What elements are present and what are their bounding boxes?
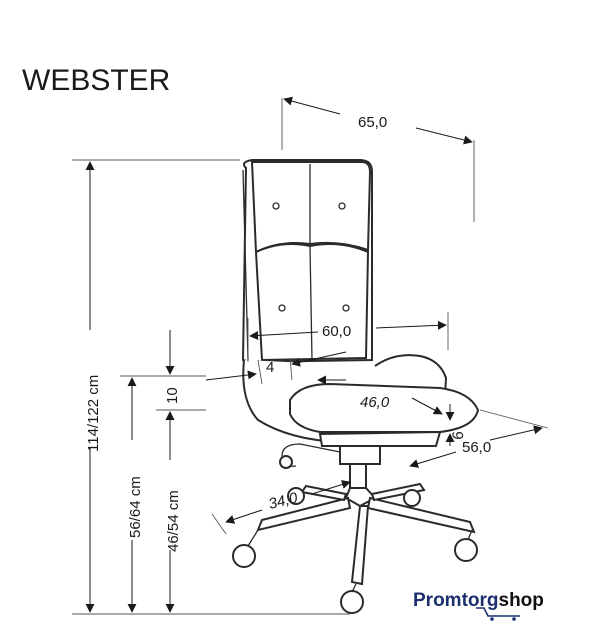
seat-plate: [318, 430, 442, 447]
office-chair-illustration: [232, 159, 480, 614]
base-leg: [366, 496, 476, 534]
brand-logo: Promtorgshop: [413, 590, 544, 621]
dim-armrest-offset: 10: [164, 387, 181, 404]
dim-armrest-height: 56/64 cm: [127, 476, 144, 538]
brand-wordmark: Promtorgshop: [413, 590, 544, 611]
lever-knob: [279, 455, 293, 469]
tuft-button: [342, 304, 350, 312]
dim-total-height: 114/122 cm: [85, 375, 102, 452]
dim-seat-height: 46/54 cm: [165, 490, 182, 552]
product-title: WEBSTER: [22, 64, 170, 97]
dim-arm-thickness: 4: [266, 359, 274, 376]
caster-wheel: [232, 544, 256, 568]
brand-part1: Promtorg: [413, 590, 499, 611]
base-leg: [370, 482, 426, 502]
base-hub: [344, 487, 377, 508]
dim-width: 65,0: [358, 114, 387, 131]
brand-part2: shop: [499, 590, 544, 611]
seat-cushion: [289, 382, 480, 433]
tilt-mechanism: [339, 445, 381, 465]
backrest-top-cushion: [250, 161, 372, 254]
dim-backrest-width: 60,0: [322, 323, 351, 340]
tuft-button: [272, 202, 280, 210]
backrest-lower-cushion: [254, 243, 370, 362]
caster-wheel: [403, 489, 421, 507]
caster-wheel: [340, 590, 364, 614]
dim-seat-depth: 46,0: [360, 394, 390, 411]
dim-depth: 56,0: [462, 439, 491, 456]
shopping-cart-icon: [476, 607, 520, 621]
caster-wheel: [454, 538, 478, 562]
dim-seat-thickness: 9: [448, 430, 466, 442]
caster-wheel: [287, 487, 305, 505]
tuft-button: [278, 304, 286, 312]
base-leg: [350, 505, 370, 586]
tuft-button: [338, 202, 346, 210]
gas-lift: [349, 463, 367, 491]
base-leg: [300, 484, 348, 502]
dim-base-radius: 34,0: [267, 489, 300, 513]
